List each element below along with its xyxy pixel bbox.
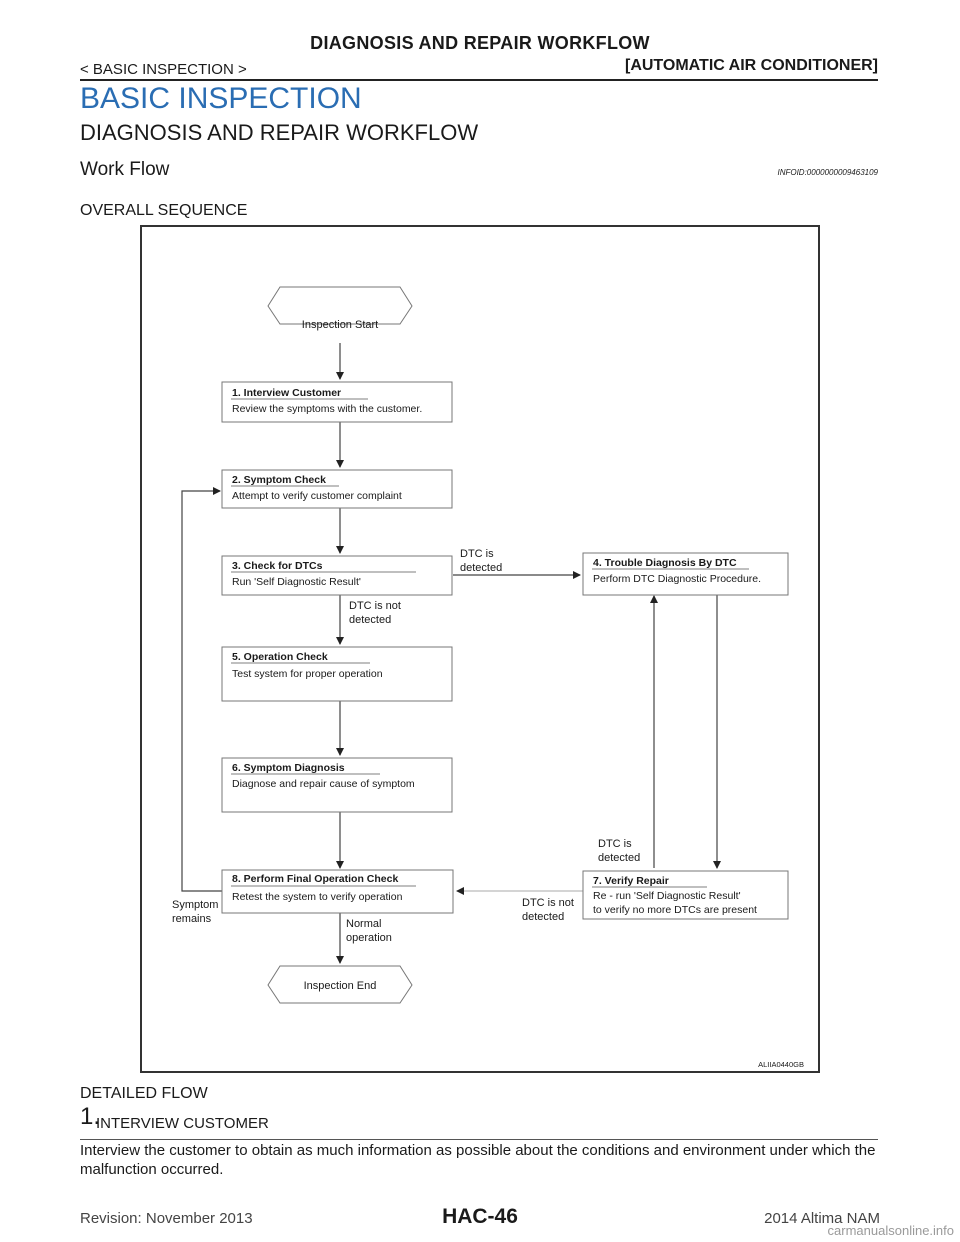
- label-normal-operation-a: Normal: [346, 918, 381, 930]
- inspection-start-label: Inspection Start: [302, 319, 378, 331]
- box5-title: 5. Operation Check: [232, 651, 328, 663]
- box1-title: 1. Interview Customer: [232, 387, 341, 399]
- box4-body: Perform DTC Diagnostic Procedure.: [593, 573, 761, 585]
- edge-labels: DTC is detected DTC is not detected DTC …: [172, 548, 640, 944]
- step-divider: [80, 1139, 878, 1140]
- watermark: carmanualsonline.info: [827, 1223, 954, 1238]
- breadcrumb: < BASIC INSPECTION >: [80, 61, 247, 78]
- box8-body: Retest the system to verify operation: [232, 891, 403, 903]
- footer-page-number: HAC-46: [442, 1205, 518, 1228]
- flowchart-figure: Inspection Start Inspection End 1. Inter…: [140, 225, 820, 1073]
- box7-body-1: Re - run 'Self Diagnostic Result': [593, 890, 741, 902]
- box7-body-2: to verify no more DTCs are present: [593, 904, 757, 916]
- box4-title: 4. Trouble Diagnosis By DTC: [593, 557, 737, 569]
- workflow-title: Work Flow: [80, 159, 170, 180]
- step-paragraph: Interview the customer to obtain as much…: [80, 1142, 876, 1178]
- box8-title: 8. Perform Final Operation Check: [232, 873, 398, 885]
- overall-sequence-label: OVERALL SEQUENCE: [80, 202, 248, 219]
- figure-id: ALIIA0440GB: [758, 1060, 804, 1069]
- step-box-3: 3. Check for DTCs Run 'Self Diagnostic R…: [221, 555, 453, 596]
- label-dtc-not-detected-2b: detected: [522, 911, 564, 923]
- box3-title: 3. Check for DTCs: [232, 560, 323, 572]
- step-box-2: 2. Symptom Check Attempt to verify custo…: [221, 469, 453, 509]
- subsection-title: DIAGNOSIS AND REPAIR WORKFLOW: [80, 120, 479, 145]
- label-dtc-not-detected-1a: DTC is not: [349, 600, 401, 612]
- header-divider: [80, 79, 878, 81]
- box3-body: Run 'Self Diagnostic Result': [232, 576, 361, 588]
- flow-connectors: [181, 343, 721, 964]
- footer-revision: Revision: November 2013: [80, 1210, 253, 1227]
- label-dtc-detected-1a: DTC is: [460, 548, 494, 560]
- step-box-1: 1. Interview Customer Review the symptom…: [221, 381, 453, 423]
- label-dtc-detected-2a: DTC is: [598, 838, 632, 850]
- label-symptom-remains-a: Symptom: [172, 899, 218, 911]
- box6-body: Diagnose and repair cause of symptom: [232, 778, 415, 790]
- step-box-8: 8. Perform Final Operation Check Retest …: [221, 869, 454, 914]
- label-symptom-remains-b: remains: [172, 913, 212, 925]
- label-dtc-not-detected-1b: detected: [349, 614, 391, 626]
- label-dtc-not-detected-2a: DTC is not: [522, 897, 574, 909]
- inspection-start-terminator: Inspection Start: [267, 286, 413, 331]
- inspection-end-label: Inspection End: [304, 980, 377, 992]
- label-dtc-detected-2b: detected: [598, 852, 640, 864]
- page-header-title: DIAGNOSIS AND REPAIR WORKFLOW: [310, 33, 650, 53]
- step-box-7: 7. Verify Repair Re - run 'Self Diagnost…: [582, 870, 789, 920]
- step-box-6: 6. Symptom Diagnosis Diagnose and repair…: [221, 757, 453, 813]
- step-label: INTERVIEW CUSTOMER: [96, 1115, 269, 1132]
- box2-title: 2. Symptom Check: [232, 474, 326, 486]
- step-number: 1.: [80, 1103, 101, 1130]
- box5-body: Test system for proper operation: [232, 668, 383, 680]
- inspection-end-terminator: Inspection End: [267, 965, 413, 1004]
- system-label: [AUTOMATIC AIR CONDITIONER]: [624, 57, 878, 74]
- info-id: INFOID:0000000009463109: [777, 168, 878, 177]
- step-box-4: 4. Trouble Diagnosis By DTC Perform DTC …: [582, 552, 789, 596]
- box2-body: Attempt to verify customer complaint: [232, 490, 402, 502]
- footer-model: 2014 Altima NAM: [764, 1210, 880, 1227]
- label-normal-operation-b: operation: [346, 932, 392, 944]
- box7-title: 7. Verify Repair: [593, 875, 669, 887]
- box6-title: 6. Symptom Diagnosis: [232, 762, 345, 774]
- section-title: BASIC INSPECTION: [80, 82, 362, 115]
- step-box-5: 5. Operation Check Test system for prope…: [221, 646, 453, 702]
- detailed-flow-label: DETAILED FLOW: [80, 1085, 208, 1102]
- box1-body: Review the symptoms with the customer.: [232, 403, 422, 415]
- label-dtc-detected-1b: detected: [460, 562, 502, 574]
- flowchart-svg: Inspection Start Inspection End 1. Inter…: [172, 286, 804, 1069]
